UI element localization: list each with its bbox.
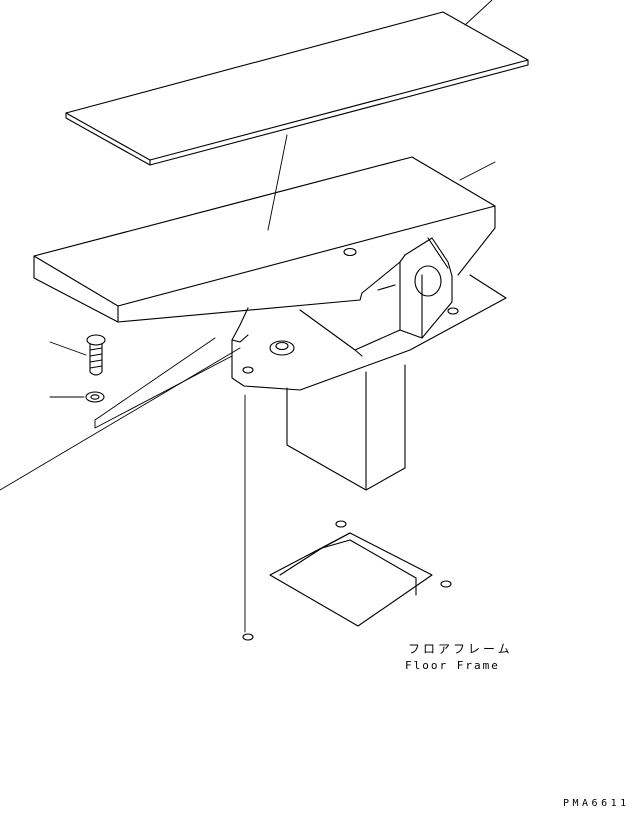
bolt — [86, 334, 106, 376]
leader-pedal-body — [459, 161, 496, 181]
leader-long — [0, 347, 241, 491]
leader-bolt — [49, 341, 87, 356]
base-plate — [231, 274, 507, 391]
floor-frame-label-en: Floor Frame — [405, 659, 500, 672]
floor-frame-cutout — [269, 520, 452, 627]
assembly-line-diagonal — [94, 337, 233, 429]
washer — [85, 391, 105, 403]
assembly-line-pad — [267, 134, 288, 231]
sleeve-housing — [286, 364, 406, 491]
floor-frame-label-jp: フロアフレーム — [408, 642, 513, 656]
drawing-code: PMA6611 — [563, 798, 630, 809]
pedal-pad — [65, 11, 529, 166]
mounting-hole — [242, 633, 254, 641]
pedal-body — [33, 156, 496, 323]
hinge-bracket — [299, 237, 453, 357]
leader-pedal-pad — [464, 0, 493, 26]
